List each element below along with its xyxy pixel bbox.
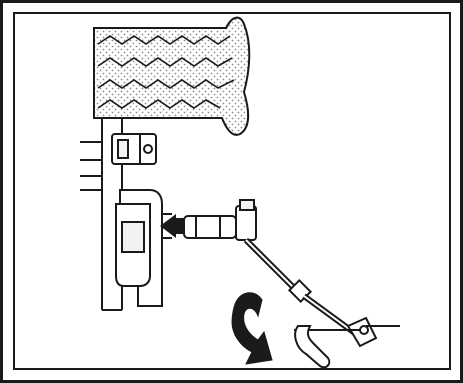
heater-core-tank <box>94 18 249 135</box>
hose-clamp <box>112 134 156 164</box>
